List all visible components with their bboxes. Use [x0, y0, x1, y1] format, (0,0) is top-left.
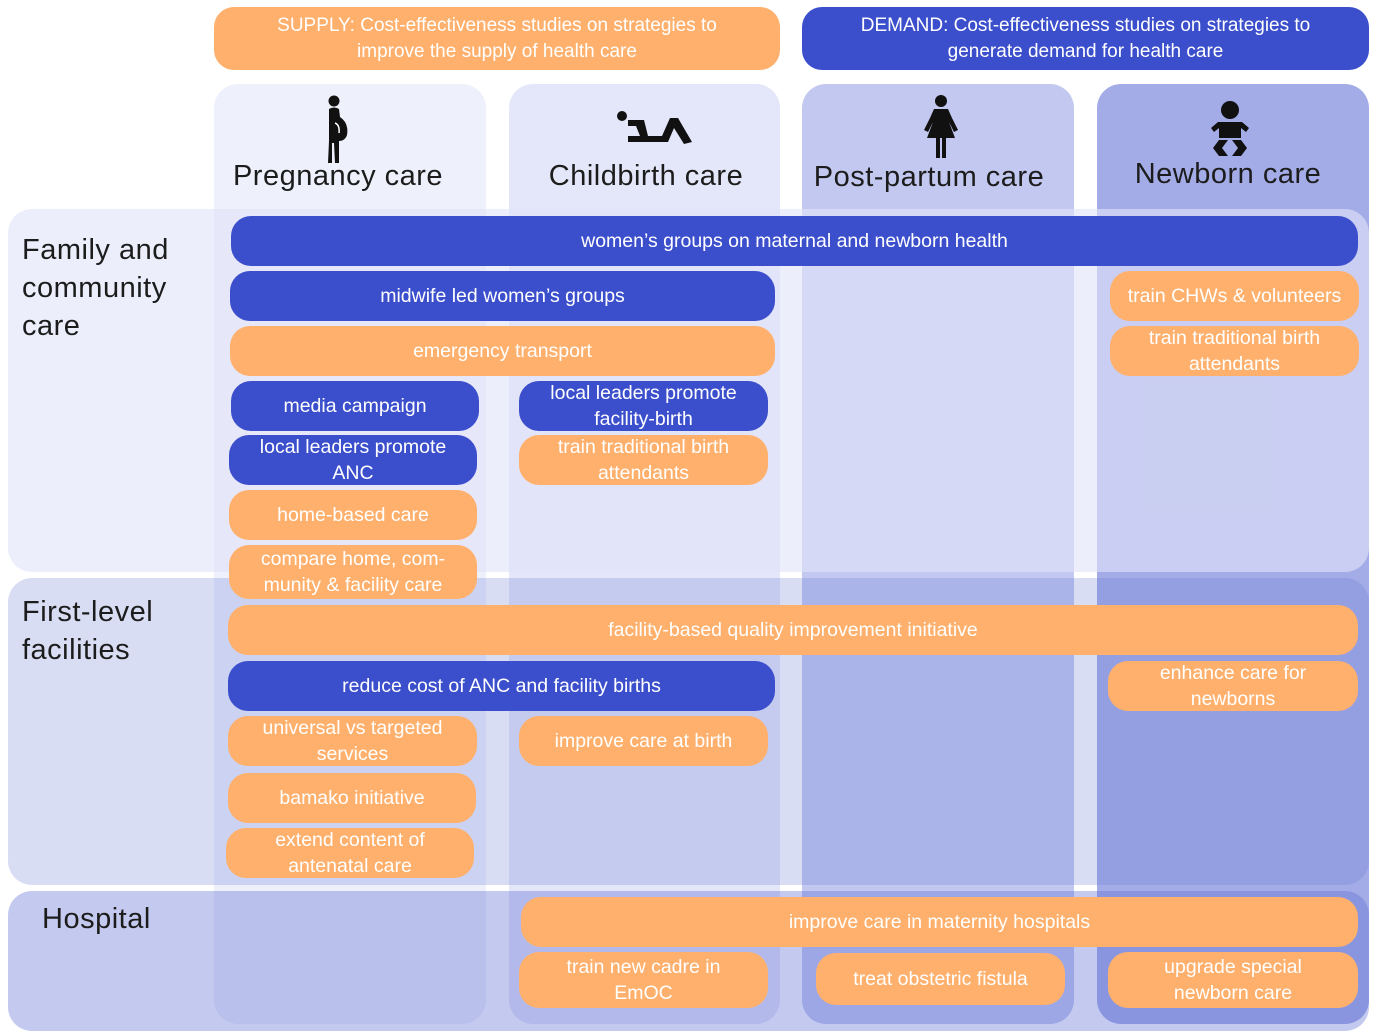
facility-qi-pill: facility-based quality improvement initi… [228, 605, 1358, 655]
newborn-care-title: Newborn care [1134, 158, 1322, 190]
train-chws-pill: train CHWs & volunteers [1110, 271, 1359, 321]
maternity-hospitals-pill: improve care in maternity hospitals [521, 897, 1358, 947]
pregnant-woman-icon [322, 95, 352, 165]
baby-icon [1209, 100, 1251, 158]
train-tba-newborn-pill: train traditional birth attendants [1110, 326, 1359, 376]
fistula-pill: treat obstetric fistula [816, 953, 1065, 1005]
compare-care-pill: compare home, com-munity & facility care [229, 545, 477, 599]
family-community-title: Family and community care [22, 234, 169, 342]
pregnancy-care-title: Pregnancy care [232, 160, 444, 192]
hospital-title: Hospital [42, 903, 151, 935]
demand-legend: DEMAND: Cost-effectiveness studies on st… [802, 7, 1369, 70]
first-level-title: First-level facilities [22, 596, 154, 666]
special-newborn-pill: upgrade special newborn care [1108, 952, 1358, 1008]
leaders-facility-birth-pill: local leaders promote facility-birth [519, 381, 768, 431]
train-cadre-pill: train new cadre in EmOC [519, 952, 768, 1008]
childbirth-icon [614, 108, 694, 148]
womens-groups-pill: women’s groups on maternal and newborn h… [231, 216, 1358, 266]
enhance-newborn-pill: enhance care for newborns [1108, 661, 1358, 711]
leaders-anc-pill: local leaders promote ANC [229, 435, 477, 485]
universal-targeted-pill: universal vs targeted services [228, 716, 477, 766]
extend-anc-pill: extend content of antenatal care [226, 828, 474, 878]
home-based-care-pill: home-based care [229, 490, 477, 540]
supply-legend: SUPPLY: Cost-effectiveness studies on st… [214, 7, 780, 70]
bamako-pill: bamako initiative [228, 773, 476, 823]
train-tba-childbirth-pill: train traditional birth attendants [519, 435, 768, 485]
reduce-cost-pill: reduce cost of ANC and facility births [228, 661, 775, 711]
emergency-transport-pill: emergency transport [230, 326, 775, 376]
improve-birth-pill: improve care at birth [519, 716, 768, 766]
postpartum-care-title: Post-partum care [813, 161, 1045, 193]
midwife-groups-pill: midwife led women’s groups [230, 271, 775, 321]
woman-icon [921, 94, 961, 160]
childbirth-care-title: Childbirth care [548, 160, 744, 192]
media-campaign-pill: media campaign [231, 381, 479, 431]
